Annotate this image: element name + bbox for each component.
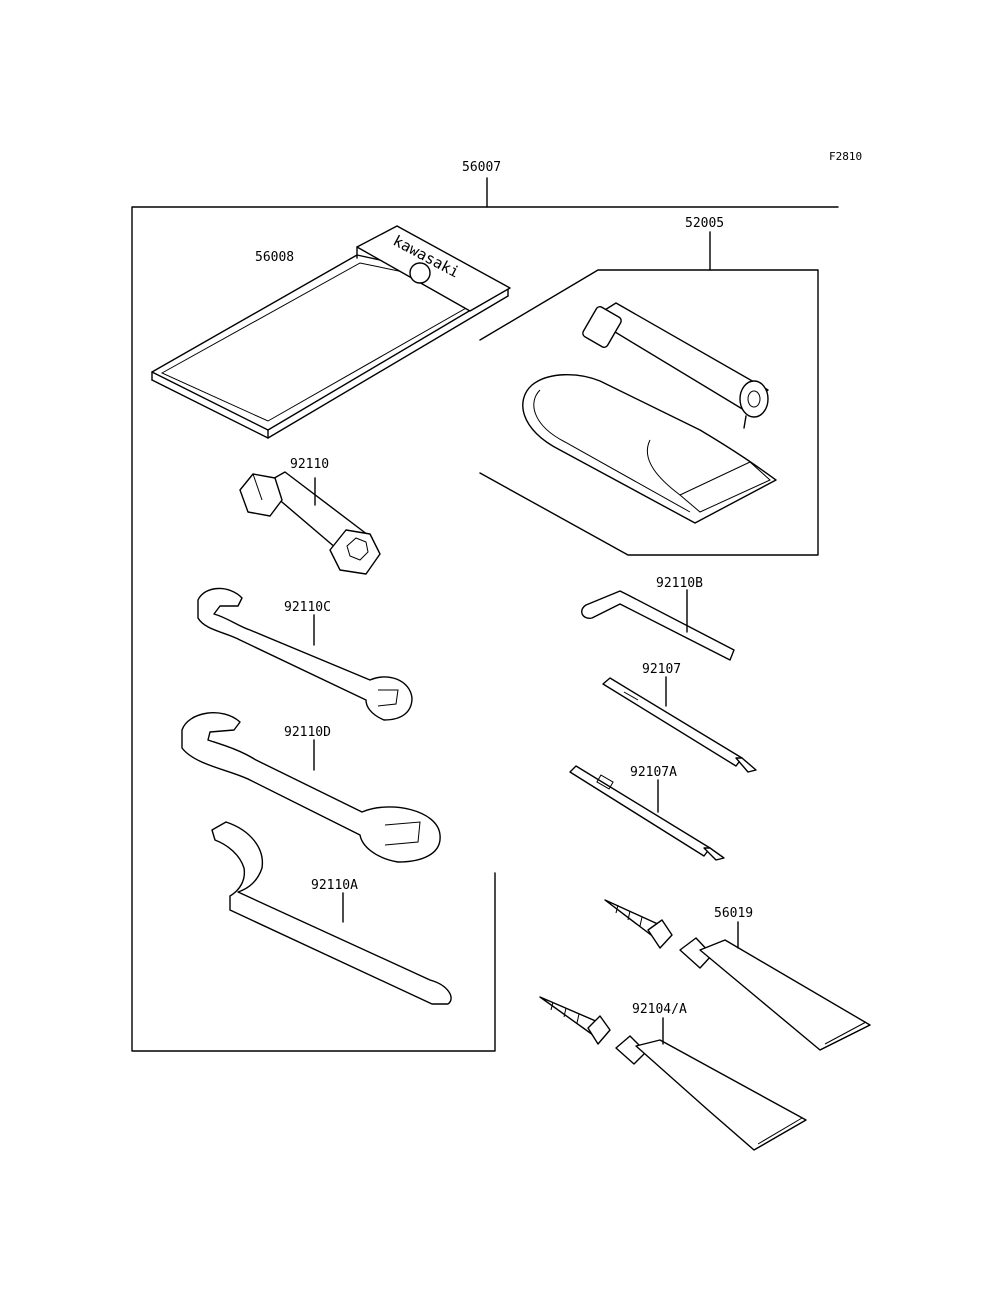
figure-reference: F2810 xyxy=(829,150,863,163)
plug-wrench-icon xyxy=(239,471,381,575)
part-label-screwdriver-small: 92107A xyxy=(630,765,677,780)
hook-wrench-icon xyxy=(211,821,452,1005)
pump-set-frame xyxy=(479,231,819,556)
part-label-kit: 56007 xyxy=(462,160,502,175)
kit-frame xyxy=(131,177,839,1052)
screwdriver-small-icon xyxy=(569,765,725,861)
wrench-small-icon xyxy=(197,587,413,721)
pump-bag-icon xyxy=(522,373,777,524)
part-label-tube-1: 56019 xyxy=(714,906,754,921)
grease-tube-icon xyxy=(604,899,871,1051)
part-label-pouch: 56008 xyxy=(255,250,295,265)
part-label-screwdriver: 92107 xyxy=(642,662,682,677)
pump-icon xyxy=(582,302,769,429)
part-label-hex-key: 92110B xyxy=(656,576,703,591)
part-label-plug-wrench: 92110 xyxy=(290,457,330,472)
adhesive-tube-icon xyxy=(539,996,807,1151)
part-label-wrench-small: 92110C xyxy=(284,600,331,615)
part-label-pump-set: 52005 xyxy=(685,216,725,231)
hex-key-icon xyxy=(581,589,735,661)
part-label-wrench-large: 92110D xyxy=(284,725,331,740)
part-label-tube-2: 92104/A xyxy=(632,1002,687,1017)
tool-pouch-icon: kawasaki xyxy=(151,225,511,439)
part-label-hook-wrench: 92110A xyxy=(311,878,358,893)
screwdriver-icon xyxy=(602,676,757,773)
wrench-large-icon xyxy=(181,712,441,863)
